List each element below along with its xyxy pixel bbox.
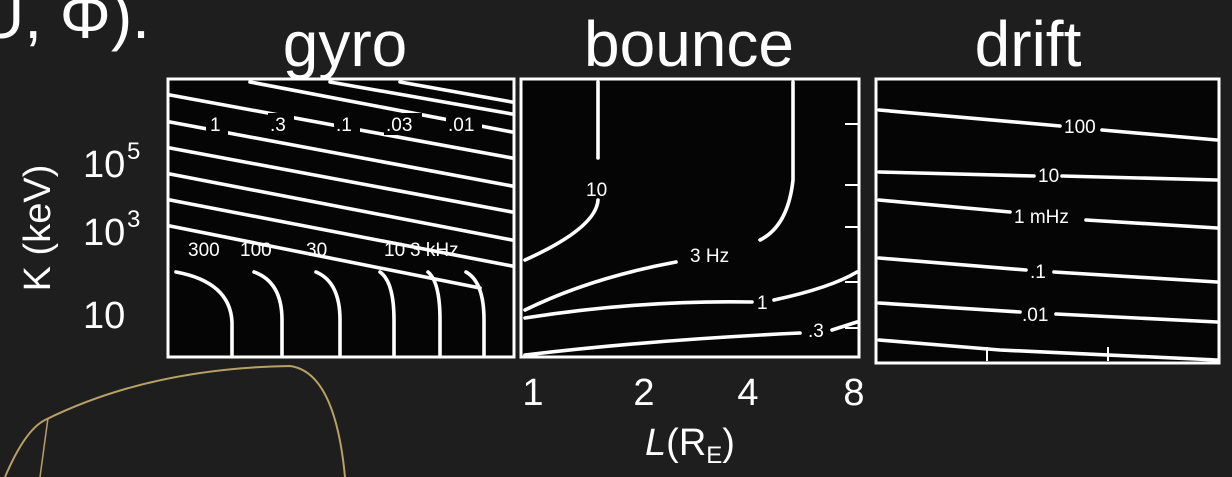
gyro-label-300: 300: [188, 240, 220, 261]
panel-drift: 100 10 1 mHz .1 .01: [874, 77, 1221, 365]
drift-label-001: .01: [1022, 305, 1048, 326]
y-axis-label: K (keV): [17, 165, 59, 292]
gyro-label-003: .03: [386, 115, 412, 136]
bounce-right-ticks: [845, 123, 859, 329]
x-tick-1: 1: [522, 372, 543, 414]
decorative-gold-curve-2: [39, 417, 49, 477]
gyro-label-001: .01: [448, 115, 474, 136]
panel-title-bounce: bounce: [584, 8, 794, 80]
drift-label-10: 10: [1038, 166, 1059, 187]
y-tick-10: 10: [83, 295, 125, 337]
panel-gyro: 1 .3 .1 .03 .01 300 100 30 10 3 kHz: [166, 77, 516, 359]
gyro-lower-contours: [174, 270, 486, 357]
gyro-label-03: .3: [270, 115, 286, 136]
panel-bounce: 10 3 Hz 1 .3: [519, 77, 861, 359]
x-tick-8: 8: [843, 372, 864, 414]
drift-label-100: 100: [1064, 117, 1096, 138]
decorative-gold-curve: [4, 364, 346, 477]
drift-bottom-ticks: [986, 347, 1109, 361]
svg-text:10: 10: [83, 295, 125, 337]
gyro-label-1: 1: [210, 115, 221, 136]
bounce-contour-10: [523, 80, 600, 262]
svg-text:10: 10: [83, 144, 125, 186]
x-axis-label: L(RE): [645, 422, 735, 469]
svg-text:3: 3: [127, 206, 140, 233]
drift-label-1mhz: 1 mHz: [1014, 207, 1069, 228]
panel-title-drift: drift: [975, 8, 1082, 80]
bounce-contour-03: [523, 320, 859, 357]
gyro-label-30: 30: [306, 240, 327, 261]
bounce-contour-3hz: [523, 80, 795, 312]
bounce-label-03: .3: [808, 321, 824, 342]
drift-contours: [877, 108, 1219, 362]
bounce-label-10: 10: [586, 180, 607, 201]
panel-bounce-frame: [519, 77, 861, 359]
drift-label-01: .1: [1030, 262, 1046, 283]
x-tick-2: 2: [633, 372, 654, 414]
bounce-label-3hz: 3 Hz: [690, 246, 729, 267]
svg-text:10: 10: [83, 212, 125, 254]
bounce-contour-1: [523, 270, 859, 320]
gyro-label-100: 100: [240, 240, 272, 261]
gyro-label-01: .1: [336, 115, 352, 136]
svg-text:5: 5: [127, 138, 140, 165]
y-tick-1e5: 10 5: [83, 138, 140, 186]
top-left-fragment: U, Φ).: [0, 0, 150, 52]
panel-title-gyro: gyro: [283, 8, 408, 80]
bounce-label-1: 1: [757, 293, 768, 314]
gyro-label-3khz: 3 kHz: [410, 240, 459, 261]
gyro-label-10: 10: [384, 240, 405, 261]
x-tick-4: 4: [737, 372, 758, 414]
y-tick-1e3: 10 3: [83, 206, 140, 254]
